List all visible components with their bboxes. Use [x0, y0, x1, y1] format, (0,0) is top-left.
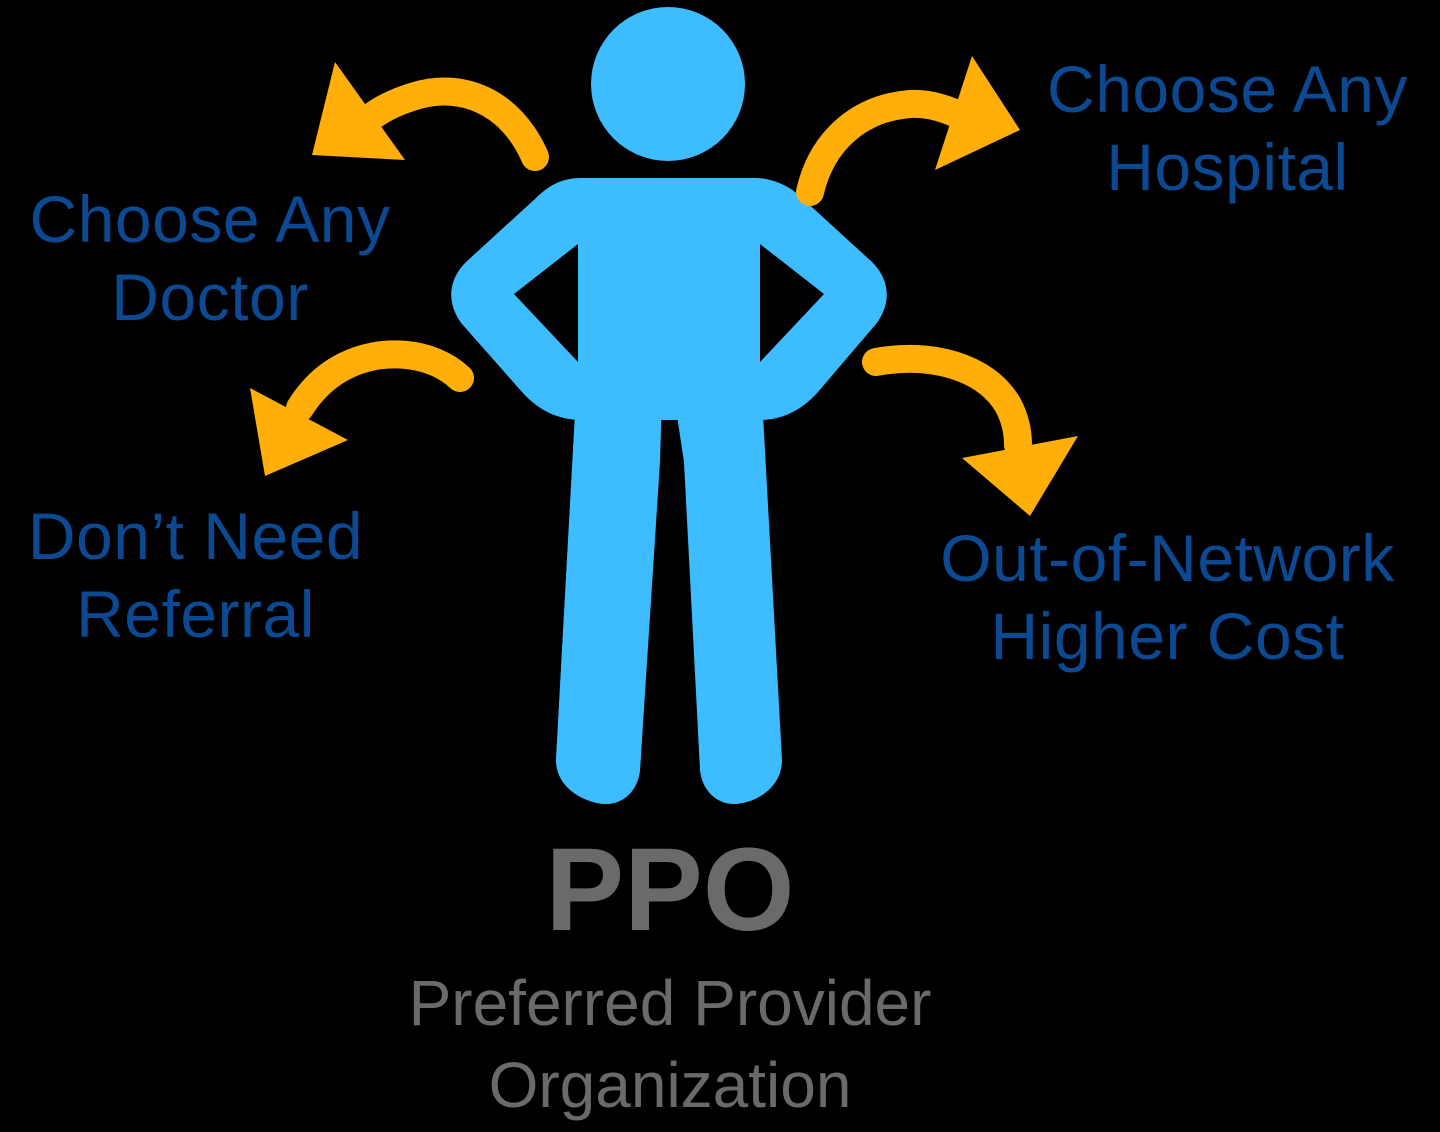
label-choose-any-hospital: Choose Any Hospital: [1025, 50, 1430, 206]
label-referral-line2: Referral: [76, 577, 315, 651]
label-dont-need-referral: Don’t Need Referral: [8, 497, 383, 653]
label-doctor-line1: Choose Any: [29, 182, 391, 256]
ppo-acronym: PPO: [545, 824, 795, 956]
label-doctor-line2: Doctor: [111, 260, 309, 334]
ppo-full-name-line1: Preferred Provider: [408, 967, 932, 1039]
person-head: [591, 7, 745, 161]
person-torso: [451, 178, 887, 420]
arrows: [250, 56, 1078, 516]
label-hospital-line1: Choose Any: [1047, 52, 1408, 126]
person-right-leg: [674, 396, 782, 804]
ppo-full-name: Preferred Provider Organization: [330, 962, 1010, 1126]
person-icon: [451, 7, 887, 804]
label-referral-line1: Don’t Need: [27, 499, 364, 573]
label-choose-any-doctor: Choose Any Doctor: [10, 180, 410, 336]
arrow-network-icon: [862, 344, 1078, 516]
arrow-hospital-icon: [796, 56, 1020, 206]
label-hospital-line2: Hospital: [1106, 130, 1349, 204]
person-left-leg-fill: [556, 396, 662, 804]
arrow-referral-icon: [250, 340, 474, 476]
ppo-full-name-line2: Organization: [488, 1049, 852, 1121]
arrow-doctor-icon: [312, 62, 549, 171]
label-network-line2: Higher Cost: [990, 599, 1345, 673]
label-network-line1: Out-of-Network: [940, 521, 1395, 595]
label-out-of-network: Out-of-Network Higher Cost: [905, 519, 1430, 675]
